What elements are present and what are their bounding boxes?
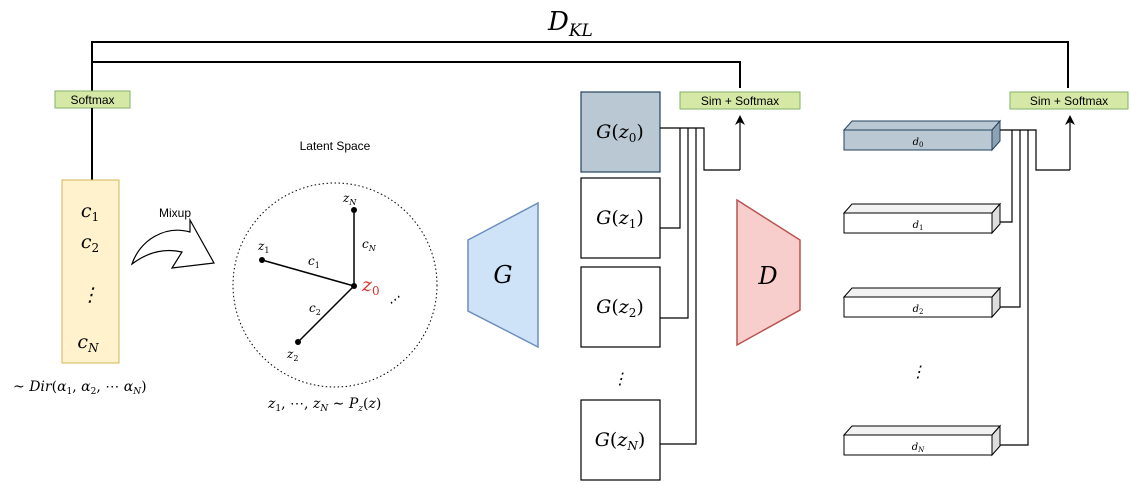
- coeff-ellipsis: ⋮: [81, 284, 100, 306]
- gen-output-0-label: G(z0): [596, 121, 644, 145]
- kl-connector-lines: [91, 41, 1069, 92]
- disc-feature-1-label: d1: [913, 220, 924, 232]
- sim-softmax-label-right: Sim + Softmax: [1030, 94, 1108, 108]
- disc-feature-N: [842, 424, 1002, 457]
- latent-zN-label: zN: [342, 191, 357, 207]
- latent-space-circle: [232, 182, 438, 388]
- disc-feature-1: [842, 202, 1002, 235]
- gen-output-N-label: G(zN): [595, 429, 646, 453]
- latent-point-z2: [295, 339, 301, 345]
- disc-feature-ellipsis: ⋮: [910, 362, 926, 381]
- latent-edges: [261, 210, 355, 343]
- latent-z1-label: z1: [257, 239, 269, 255]
- latent-prior-label: z1, ⋯, zN ∼ Pz(z): [267, 396, 381, 414]
- generator-label: G: [493, 261, 512, 289]
- disc-feature-2: [842, 286, 1002, 319]
- gen-output-1-label: G(z1): [596, 207, 644, 231]
- latent-point-z0: [351, 283, 357, 289]
- latent-c1-label: c1: [308, 254, 320, 270]
- latent-z2-label: z2: [286, 347, 298, 363]
- sim-softmax-box-right: [1009, 91, 1129, 110]
- latent-cN-label: cN: [362, 237, 377, 253]
- mixup-label: Mixup: [159, 206, 191, 220]
- latent-ellipsis: ⋯: [384, 290, 405, 311]
- gen-output-2-label: G(z2): [596, 296, 644, 320]
- softmax-label: Softmax: [70, 93, 114, 107]
- sim-softmax-box-left: [679, 91, 801, 110]
- disc-feature-0-label: d0: [913, 137, 924, 149]
- gen-similarity-connectors: [660, 115, 745, 445]
- gen-output-anchor: [580, 91, 661, 173]
- generator-block: [467, 201, 539, 349]
- gen-output-ellipsis: ⋮: [612, 369, 628, 388]
- latent-point-zN: [351, 207, 357, 213]
- latent-space-title: Latent Space: [300, 139, 371, 153]
- mixup-arrow-icon: [130, 217, 215, 269]
- kl-title: DKL: [547, 7, 593, 41]
- gen-output-1: [580, 177, 661, 259]
- gen-output-2: [580, 266, 661, 348]
- latent-point-z1: [259, 257, 265, 263]
- discriminator-block: [736, 198, 801, 347]
- discriminator-label: D: [757, 262, 777, 290]
- sim-softmax-label-left: Sim + Softmax: [701, 94, 779, 108]
- disc-feature-2-label: d2: [913, 304, 924, 316]
- disc-similarity-connectors: [1000, 115, 1075, 446]
- coefficient-vector: [61, 179, 120, 364]
- dirichlet-label: ~ Dir(α1, α2, ⋯ αN): [13, 379, 147, 397]
- latent-z0-label: z0: [361, 274, 380, 298]
- disc-feature-0: [842, 119, 1002, 152]
- latent-c2-label: c2: [309, 301, 321, 317]
- gen-output-N: [580, 399, 661, 481]
